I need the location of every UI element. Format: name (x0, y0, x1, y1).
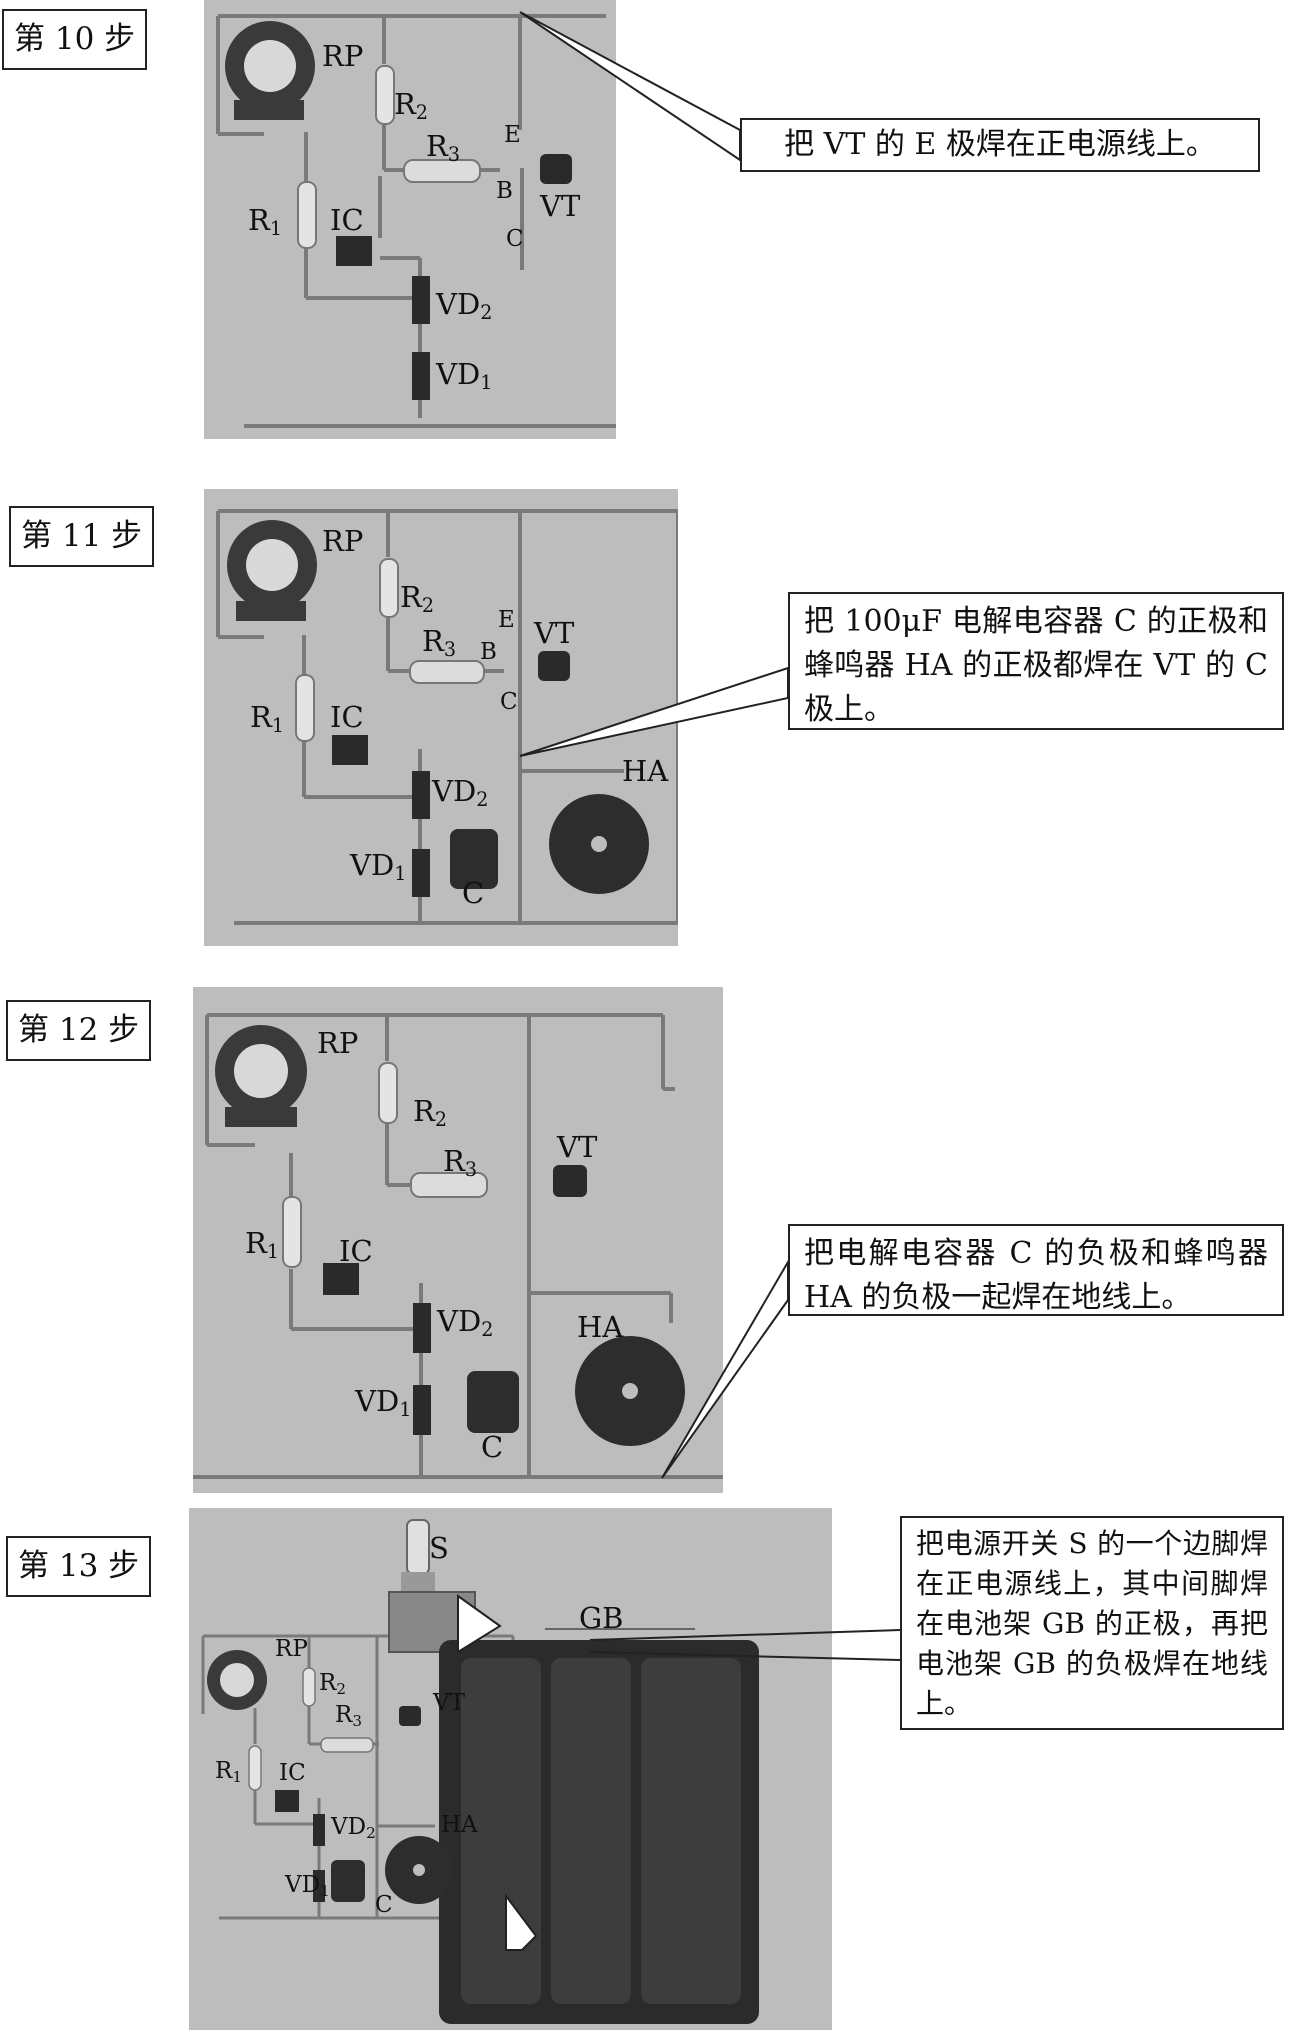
label-e: E (498, 607, 515, 633)
label-vd2: VD2 (436, 287, 493, 324)
step-10-circuit (216, 14, 616, 428)
label-vd1: VD1 (350, 848, 407, 885)
label-e: E (504, 122, 521, 148)
label-r2: R2 (394, 87, 429, 124)
label-r2: R2 (319, 1670, 346, 1698)
label-r1: R1 (245, 1226, 280, 1263)
step-11-callout: 把 100μF 电解电容器 C 的正极和蜂鸣器 HA 的正极都焊在 VT 的 C… (788, 592, 1284, 730)
label-vt: VT (433, 1690, 465, 1716)
label-c: C (462, 876, 485, 910)
label-vd1: VD1 (436, 357, 493, 394)
label-vd2: VD2 (437, 1304, 494, 1341)
label-vt: VT (534, 616, 575, 650)
label-c-pin: C (506, 226, 524, 252)
label-rp: RP (275, 1636, 308, 1662)
label-ha: HA (577, 1310, 624, 1344)
label-c-pin: C (500, 689, 518, 715)
step-10-photo: RP R2 R3 R1 IC VD2 VD1 VT E B C (204, 0, 616, 439)
label-r3: R3 (422, 624, 457, 661)
label-r1: R1 (215, 1758, 242, 1786)
label-r2: R2 (400, 580, 435, 617)
step-12-circuit (193, 1013, 723, 1479)
step-13-photo: S GB RP R2 R3 R1 IC VD2 VD1 VT HA C (189, 1508, 832, 2030)
step-13-callout: 把电源开关 S 的一个边脚焊在正电源线上，其中间脚焊在电池架 GB 的正极，再把… (900, 1516, 1284, 1730)
step-12-photo: RP R2 R3 R1 IC VD2 VD1 VT HA C (193, 987, 723, 1493)
label-ha: HA (441, 1812, 478, 1838)
label-vt: VT (540, 189, 581, 223)
step-12-callout: 把电解电容器 C 的负极和蜂鸣器 HA 的负极一起焊在地线上。 (788, 1224, 1284, 1316)
label-r1: R1 (248, 203, 283, 240)
label-ic: IC (339, 1234, 373, 1268)
label-ha: HA (622, 754, 669, 788)
label-r3: R3 (443, 1144, 478, 1181)
label-rp: RP (322, 39, 364, 73)
label-ic: IC (330, 700, 364, 734)
label-vd1: VD1 (285, 1872, 330, 1900)
step-13-label: 第 13 步 (6, 1536, 152, 1597)
label-vd2: VD2 (432, 774, 489, 811)
label-s: S (429, 1531, 449, 1565)
label-vt: VT (557, 1130, 598, 1164)
label-vd1: VD1 (355, 1384, 412, 1421)
label-rp: RP (322, 524, 364, 558)
step-10-label: 第 10 步 (2, 9, 148, 70)
label-vd2: VD2 (331, 1814, 376, 1842)
label-r1: R1 (250, 700, 285, 737)
label-b: B (496, 178, 513, 204)
label-gb: GB (579, 1601, 624, 1635)
step-11-circuit (216, 509, 678, 925)
label-ic: IC (330, 203, 364, 237)
label-c: C (481, 1430, 504, 1464)
label-c: C (375, 1892, 393, 1918)
step-10-callout: 把 VT 的 E 极焊在正电源线上。 (740, 118, 1260, 172)
label-b: B (480, 639, 497, 665)
label-r3: R3 (335, 1702, 362, 1730)
step-11-photo: RP R2 R3 R1 IC VD2 VD1 VT E B C HA C (204, 489, 678, 946)
step-12-label: 第 12 步 (6, 1000, 152, 1061)
step-11-label: 第 11 步 (9, 506, 155, 567)
label-r2: R2 (413, 1094, 448, 1131)
label-r3: R3 (426, 129, 461, 166)
label-ic: IC (279, 1760, 306, 1786)
label-rp: RP (317, 1026, 359, 1060)
